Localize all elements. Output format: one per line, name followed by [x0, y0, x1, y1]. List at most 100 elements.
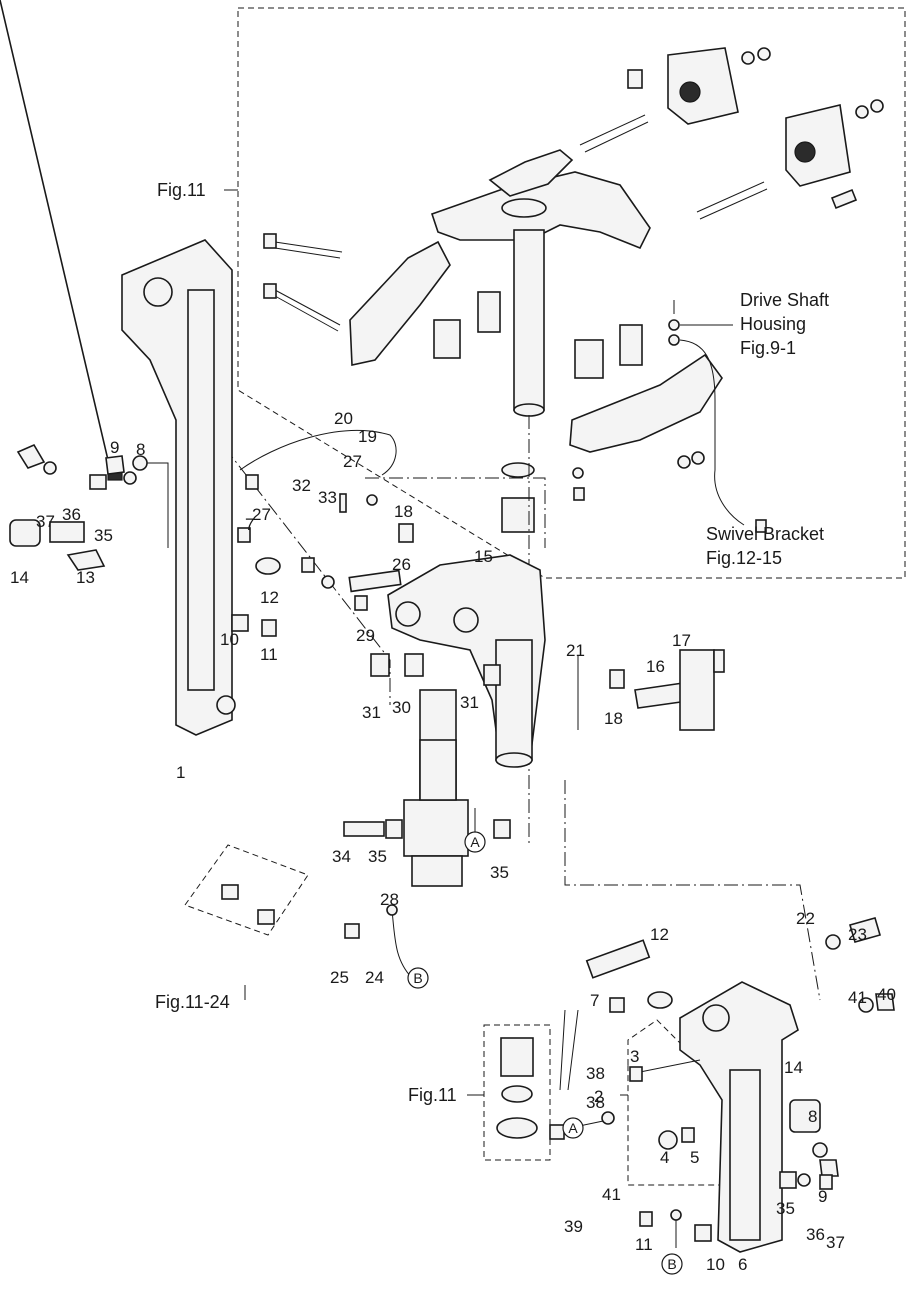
part-number-8b: 8 [808, 1107, 817, 1126]
top-mount-assembly [263, 47, 884, 533]
part-number-31a: 31 [362, 703, 381, 722]
part-number-10b: 10 [706, 1255, 725, 1274]
part-number-32: 32 [292, 476, 311, 495]
part-number-9a: 9 [110, 438, 119, 457]
part-number-1: 1 [176, 763, 185, 782]
part-number-4: 4 [660, 1148, 669, 1167]
part-number-22: 22 [796, 909, 815, 928]
ref-fig11-bottom: Fig.11 [408, 1085, 457, 1105]
fig11-boundary [237, 7, 906, 579]
fig11-24-boundary [184, 844, 309, 936]
connector-marker-A2: A [562, 1117, 584, 1139]
part-number-6: 6 [738, 1255, 747, 1274]
ref-fig11-24: Fig.11-24 [155, 992, 230, 1012]
reference-labels: Fig.11 Drive Shaft Housing Fig.9-1 Swive… [155, 180, 829, 1105]
ref-swivel-1: Swivel Bracket [706, 524, 824, 544]
part-number-37a: 37 [36, 512, 55, 531]
bolt-7 [237, 527, 251, 543]
part-number-36a: 36 [62, 505, 81, 524]
nut-9-left [0, 0, 108, 465]
fig11-bottom-parts [496, 1037, 538, 1139]
part-number-35b: 35 [368, 847, 387, 866]
part-number-8a: 8 [136, 440, 145, 459]
part-number-41a: 41 [848, 988, 867, 1007]
nut-9 [105, 455, 125, 475]
part-number-11b: 11 [635, 1235, 653, 1254]
part-number-15: 15 [474, 547, 493, 566]
part-number-38a: 38 [586, 1064, 605, 1083]
part-number-18a: 18 [394, 502, 413, 521]
connector-marker-B1: B [407, 967, 429, 989]
left-hardware [0, 0, 137, 571]
part-number-12b: 12 [650, 925, 669, 944]
part-number-37b: 37 [826, 1233, 845, 1252]
part-number-11a: 11 [260, 645, 278, 664]
part-number-33: 33 [318, 488, 337, 507]
washer-12 [255, 557, 281, 575]
ref-drive-shaft-2: Housing [740, 314, 806, 334]
part-number-31b: 31 [460, 693, 479, 712]
guide-line [564, 780, 821, 1001]
connector-letter: B [413, 970, 422, 986]
part-number-39: 39 [564, 1217, 583, 1236]
connector-letter: B [667, 1256, 676, 1272]
screw-11 [261, 619, 277, 637]
ref-swivel-fig: Fig.12-15 [706, 548, 782, 568]
part-number-40: 40 [877, 985, 896, 1004]
part-number-29: 29 [356, 626, 375, 645]
plate-10 [231, 614, 249, 632]
leader [147, 462, 169, 548]
connector-marker-A1: A [464, 831, 486, 853]
part-number-20: 20 [334, 409, 353, 428]
part-number-23: 23 [848, 925, 867, 944]
center-parts [301, 493, 725, 979]
part-number-25: 25 [330, 968, 349, 987]
connector-circle [562, 1117, 584, 1139]
connector-letter: A [470, 834, 480, 850]
connector-letter: A [568, 1120, 578, 1136]
part-number-30: 30 [392, 698, 411, 717]
part-number-28: 28 [380, 890, 399, 909]
part-number-17: 17 [672, 631, 691, 650]
part-number-35c: 35 [490, 863, 509, 882]
part-number-18b: 18 [604, 709, 623, 728]
part-number-38b: 38 [586, 1093, 605, 1112]
part-number-41b: 41 [602, 1185, 621, 1204]
part-number-14a: 14 [10, 568, 29, 587]
left-clamp-bracket [121, 239, 236, 736]
bolt-27 [245, 474, 259, 490]
guide-line [365, 477, 546, 548]
right-hardware [549, 917, 895, 1248]
part-number-21: 21 [566, 641, 585, 660]
part-number-10a: 10 [220, 630, 239, 649]
part-number-9b: 9 [818, 1187, 827, 1206]
ref-fig11-top: Fig.11 [157, 180, 206, 200]
part-number-7a: 7 [245, 515, 254, 534]
part-number-27a: 27 [252, 505, 271, 524]
part-number-35d: 35 [776, 1199, 795, 1218]
part-number-27b: 27 [343, 452, 362, 471]
part-number-36b: 36 [806, 1225, 825, 1244]
part-number-3: 3 [630, 1047, 639, 1066]
part-number-19: 19 [358, 427, 377, 446]
part-number-34: 34 [332, 847, 351, 866]
fig11-24-parts [221, 884, 275, 925]
part-number-26: 26 [392, 555, 411, 574]
part-number-14b: 14 [784, 1058, 803, 1077]
connector-circle [464, 831, 486, 853]
part-number-35a: 35 [94, 526, 113, 545]
part-number-7b: 7 [590, 991, 599, 1010]
right-clamp-bracket [679, 981, 799, 1253]
part-number-12a: 12 [260, 588, 279, 607]
ground-lead-26 [239, 430, 397, 476]
ref-drive-shaft-fig: Fig.9-1 [740, 338, 796, 358]
connector-circle [407, 967, 429, 989]
part-number-24: 24 [365, 968, 384, 987]
ref-drive-shaft-1: Drive Shaft [740, 290, 829, 310]
swivel-bracket [387, 554, 546, 768]
part-number-13: 13 [76, 568, 95, 587]
part-number-16: 16 [646, 657, 665, 676]
